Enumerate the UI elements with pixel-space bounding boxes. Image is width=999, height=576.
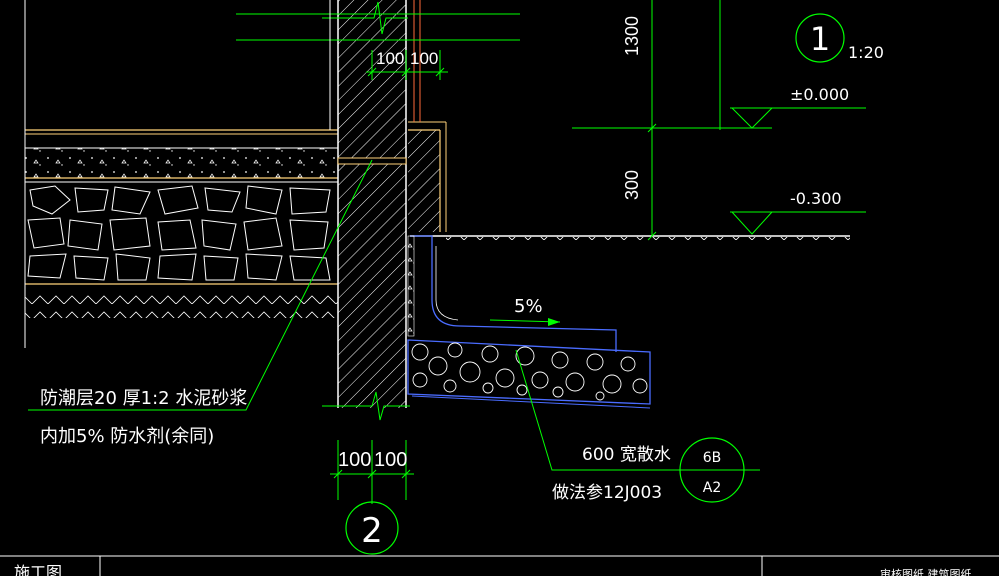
title-block bbox=[0, 555, 999, 576]
apron-note-line2: 做法参12J003 bbox=[552, 483, 662, 503]
reference-bubble-top: 6B bbox=[703, 450, 722, 466]
ground-and-apron bbox=[407, 235, 850, 409]
dim-top-right: 100 bbox=[410, 49, 438, 68]
gravel-stones bbox=[411, 342, 648, 401]
level-zero-label: ±0.000 bbox=[790, 85, 849, 104]
floor-layers bbox=[24, 0, 338, 348]
dpc-note-line2: 内加5% 防水剂(余同) bbox=[40, 426, 214, 447]
slope-label: 5% bbox=[514, 296, 543, 317]
dim-top-left: 100 bbox=[376, 49, 404, 68]
dpc-note-line1: 防潮层20 厚1:2 水泥砂浆 bbox=[40, 388, 247, 409]
dim-vertical-upper: 1300 bbox=[622, 16, 642, 56]
apron-note-line1: 600 宽散水 bbox=[582, 445, 671, 465]
leader-lines bbox=[28, 159, 680, 471]
rubble-stone-layer bbox=[27, 185, 331, 281]
detail-marker-circle bbox=[795, 13, 845, 63]
title-block-right: 审核图纸 建筑图纸 bbox=[880, 567, 972, 576]
dim-vertical-lower: 300 bbox=[622, 170, 642, 200]
detail-number: 1 bbox=[810, 20, 830, 58]
section-marker-circle bbox=[345, 501, 399, 555]
section-number: 2 bbox=[361, 511, 383, 551]
dim-bottom-right: 100 bbox=[374, 449, 407, 471]
title-block-left: 施工图 bbox=[14, 563, 62, 576]
detail-scale: 1:20 bbox=[848, 43, 884, 62]
level-marker-minus bbox=[730, 211, 866, 235]
level-minus-label: -0.300 bbox=[790, 189, 842, 208]
dim-bottom-left: 100 bbox=[338, 449, 371, 471]
reference-bubble-bottom: A2 bbox=[703, 480, 721, 496]
level-marker-zero bbox=[572, 107, 866, 129]
